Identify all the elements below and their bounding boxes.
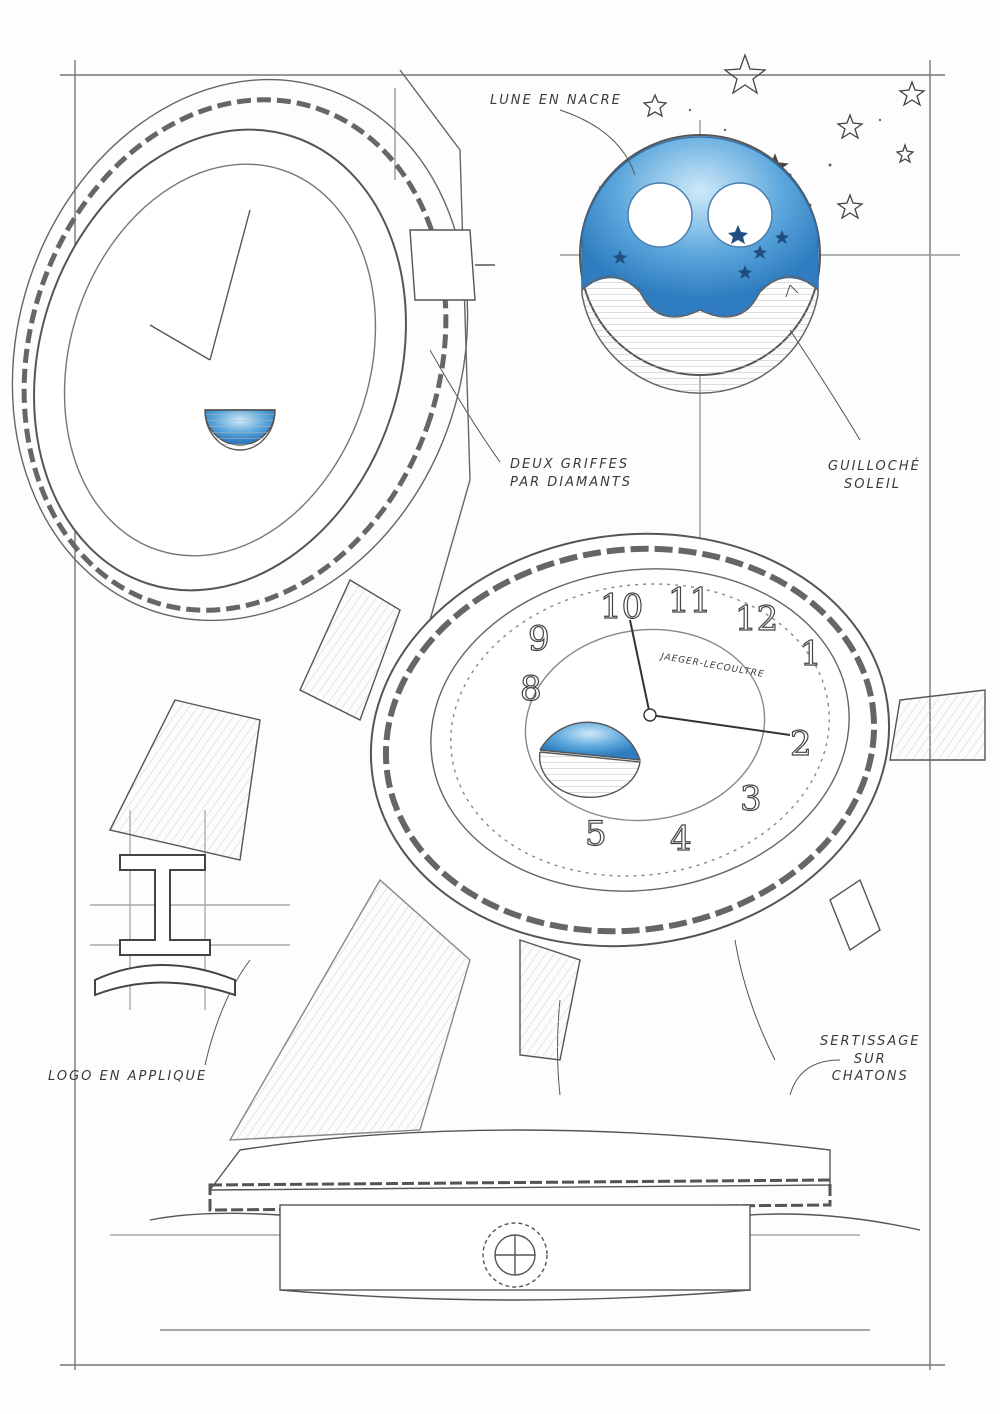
label-guilloche-line2: SOLEIL: [844, 476, 902, 492]
svg-text:9: 9: [528, 619, 550, 659]
moon-phase-detail: [579, 134, 821, 394]
label-sertissage-line3: CHATONS: [831, 1069, 909, 1085]
svg-text:3: 3: [740, 779, 762, 819]
svg-text:1: 1: [800, 634, 822, 674]
watch-front-view: [228, 532, 986, 1141]
label-sertissage-line2: SUR: [853, 1051, 887, 1067]
label-sertissage: SERTISSAGE SUR CHATONS: [820, 1033, 921, 1086]
watch-side-view: [149, 1129, 921, 1301]
svg-text:4: 4: [670, 819, 692, 859]
jl-logo-icon: [94, 854, 236, 997]
label-guilloche-soleil: GUILLOCHÉ SOLEIL: [828, 458, 921, 493]
svg-text:8: 8: [520, 669, 542, 709]
label-sertissage-line1: SERTISSAGE: [820, 1034, 921, 1049]
watch-angled-view: [11, 69, 495, 861]
label-deux-griffes: DEUX GRIFFES PAR DIAMANTS: [510, 456, 632, 491]
crown-icon: [829, 878, 881, 952]
svg-text:11: 11: [668, 581, 711, 621]
svg-text:12: 12: [735, 599, 778, 639]
label-logo-en-applique: LOGO EN APPLIQUE: [48, 1069, 208, 1084]
svg-text:5: 5: [585, 814, 607, 854]
label-deux-griffes-line1: DEUX GRIFFES: [510, 457, 630, 472]
crown-icon: [409, 229, 476, 301]
label-deux-griffes-line2: PAR DIAMANTS: [510, 474, 633, 490]
svg-text:2: 2: [790, 724, 812, 764]
svg-text:10: 10: [600, 587, 643, 627]
label-lune-en-nacre: LUNE EN NACRE: [490, 93, 622, 108]
label-guilloche-line1: GUILLOCHÉ: [828, 459, 921, 474]
